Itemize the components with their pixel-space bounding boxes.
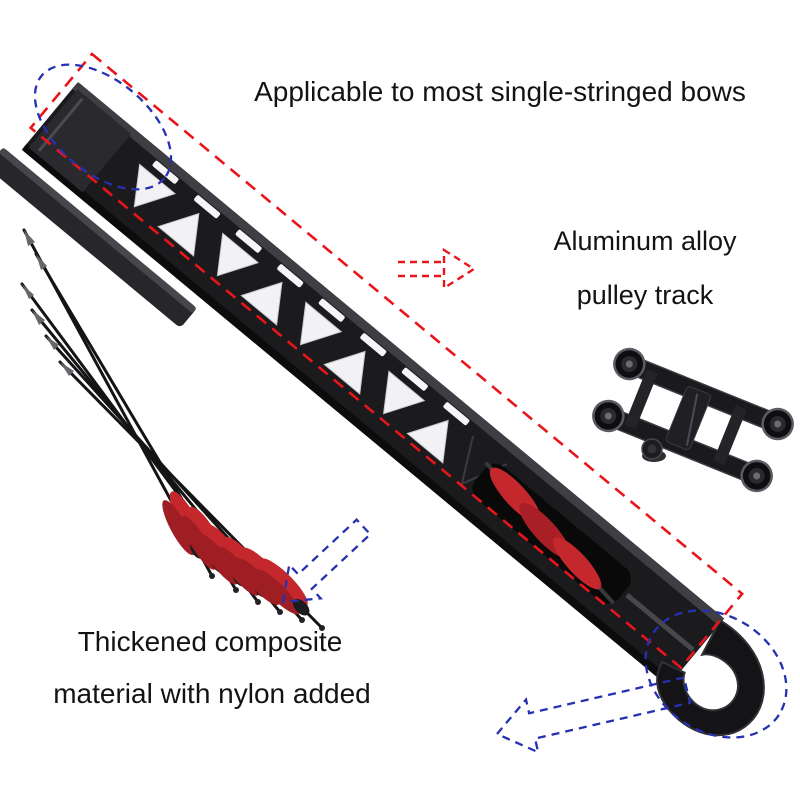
blue-arrow-rail-end-icon: [495, 676, 692, 755]
arrow-fletchings: [162, 491, 310, 616]
label-material-line1: Thickened composite: [77, 626, 343, 657]
arrows-photo: [20, 228, 325, 631]
red-annotations: [28, 52, 744, 670]
arrow-tips: [22, 230, 74, 376]
label-pulley-track-line2: pulley track: [576, 280, 714, 310]
pulley-wheel: [613, 347, 646, 381]
rail-truss-cutouts: [133, 163, 449, 464]
pulley-wheel: [592, 399, 625, 433]
rail-top-slots: [152, 160, 470, 426]
red-dashed-outline: [28, 52, 744, 670]
stored-arrow-fletching: [484, 461, 616, 605]
pulley-wheel: [740, 459, 773, 493]
blue-arrow-fletching-icon: [281, 518, 372, 604]
pulley-track-photo: [592, 347, 794, 493]
caption-compatibility: Applicable to most single-stringed bows: [254, 76, 746, 107]
label-pulley-track-line1: Aluminum alloy: [553, 226, 737, 256]
red-dashed-arrow-icon: [398, 247, 477, 291]
rail-lower-flange: [0, 149, 195, 327]
mounting-screw: [641, 438, 666, 462]
rail-end-hook: [656, 618, 765, 737]
rail-photo: [0, 82, 765, 737]
label-material-line2: material with nylon added: [53, 678, 371, 709]
arrow-nocks: [209, 573, 325, 631]
pulley-wheel: [761, 407, 794, 441]
